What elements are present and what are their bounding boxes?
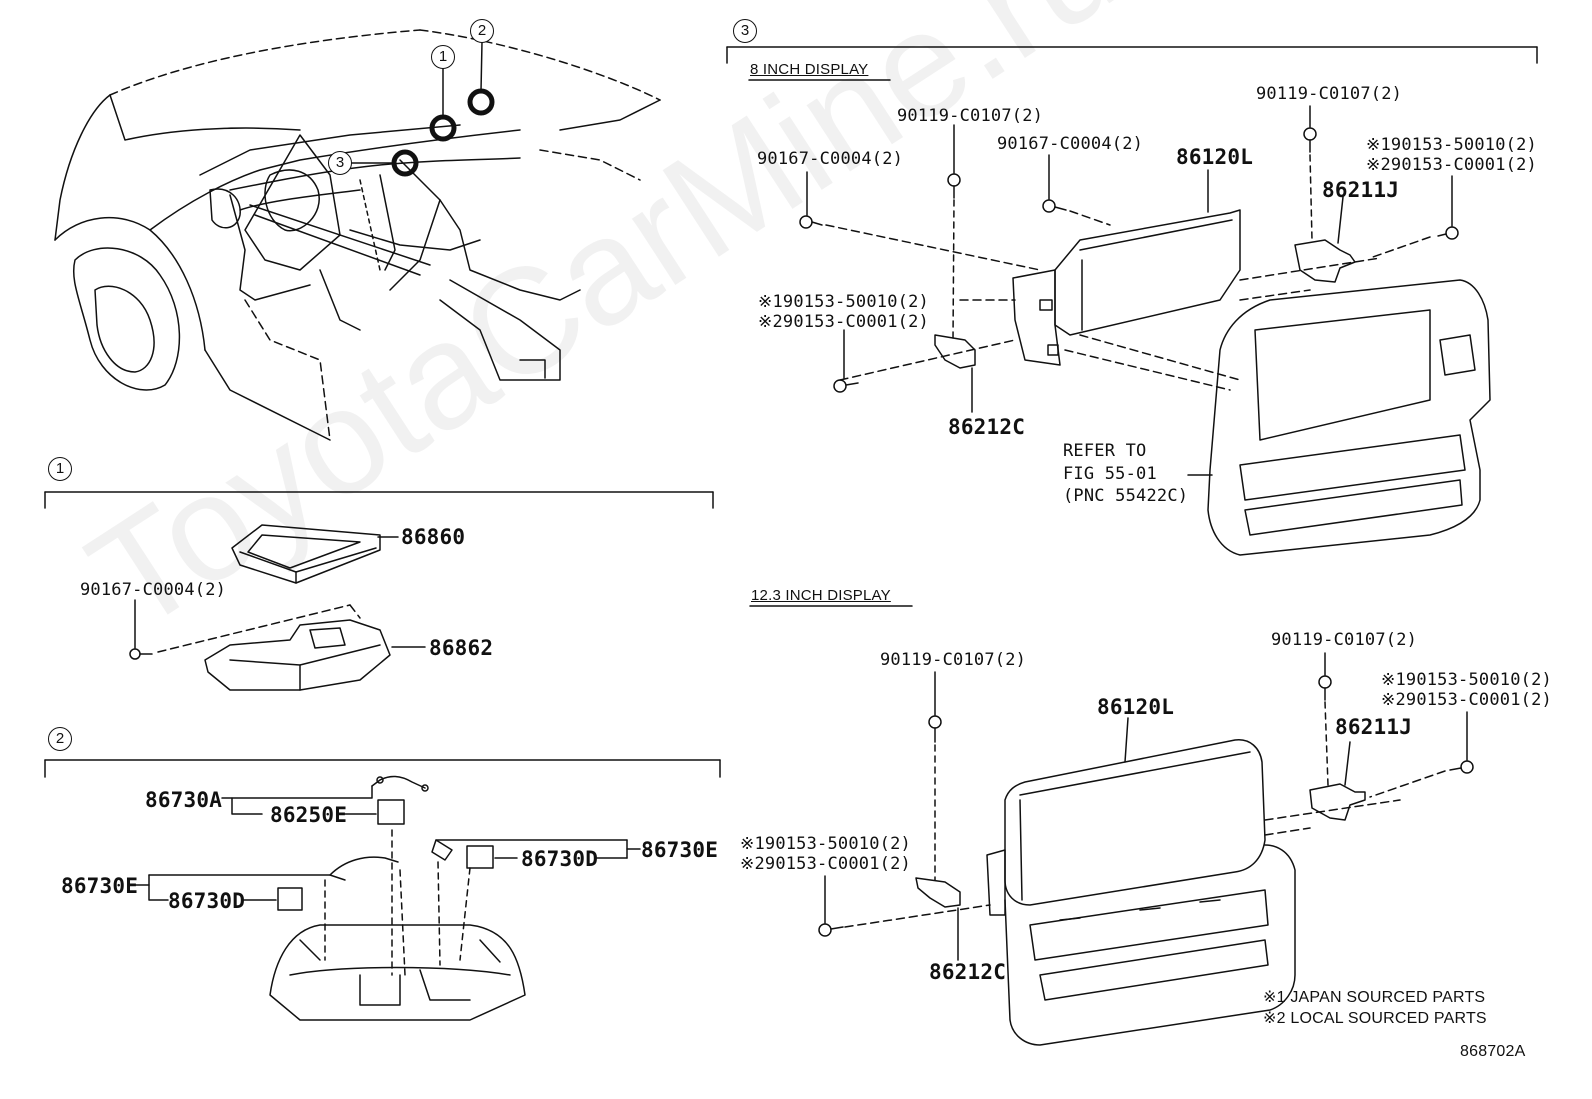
part-86730D-left-label: 86730D	[168, 889, 246, 913]
section-3-marker: 3	[733, 19, 757, 43]
part-86730E-left-label: 86730E	[61, 874, 139, 898]
eight-bracket-right-label: 86211J	[1322, 178, 1400, 202]
twelve-bracket-left-label: 86212C	[929, 960, 1007, 984]
eight-inch-title: 8 INCH DISPLAY	[750, 61, 869, 78]
twelve-bracket-right-label: 86211J	[1335, 715, 1413, 739]
twelve-screw-right-label: 90119-C0107(2)	[1271, 630, 1418, 650]
eight-screw-right-label: 90119-C0107(2)	[1256, 84, 1403, 104]
eight-local-right-label: ※290153-C0001(2)	[1366, 155, 1537, 175]
twelve-screw-left-label: 90119-C0107(2)	[880, 650, 1027, 670]
twelve-jp-right-label: ※190153-50010(2)	[1381, 670, 1552, 690]
figure-id: 868702A	[1460, 1043, 1526, 1060]
section-2-marker: 2	[48, 727, 72, 751]
car-interior-drawing	[54, 29, 661, 441]
eight-local-left-label: ※290153-C0001(2)	[758, 312, 929, 332]
callout-markers	[351, 41, 495, 177]
eight-bolt-left-label: 90167-C0004(2)	[757, 149, 904, 169]
section-2-drawing	[44, 759, 721, 1021]
refer-to-label: REFER TO	[1063, 441, 1147, 461]
part-86730E-right-label: 86730E	[641, 838, 719, 862]
twelve-local-left-label: ※290153-C0001(2)	[740, 854, 911, 874]
twelve-inch-title: 12.3 INCH DISPLAY	[751, 587, 891, 604]
callout-1: 1	[431, 45, 455, 69]
callout-2: 2	[470, 19, 494, 43]
eight-jp-left-label: ※190153-50010(2)	[758, 292, 929, 312]
eight-bolt-mid-label: 90167-C0004(2)	[997, 134, 1144, 154]
twelve-jp-left-label: ※190153-50010(2)	[740, 834, 911, 854]
eight-bracket-left-label: 86212C	[948, 415, 1026, 439]
twelve-display-label: 86120L	[1097, 695, 1175, 719]
note-japan-sourced: ※1 JAPAN SOURCED PARTS	[1263, 989, 1486, 1006]
section-3-8inch-drawing	[726, 46, 1538, 556]
part-86860-label: 86860	[401, 525, 466, 549]
section-1-marker: 1	[48, 457, 72, 481]
bolt-90167-label: 90167-C0004(2)	[80, 580, 227, 600]
note-local-sourced: ※2 LOCAL SOURCED PARTS	[1263, 1010, 1487, 1027]
part-86730D-right-label: 86730D	[521, 847, 599, 871]
eight-screw-top-label: 90119-C0107(2)	[897, 106, 1044, 126]
part-86730A-label: 86730A	[145, 788, 223, 812]
part-86862-label: 86862	[429, 636, 494, 660]
section-3-12inch-drawing	[749, 605, 1474, 1046]
section-1-drawing	[44, 491, 714, 691]
refer-pnc-label: (PNC 55422C)	[1063, 486, 1189, 506]
refer-fig-label: FIG 55-01	[1063, 464, 1157, 484]
callout-3: 3	[328, 151, 352, 175]
twelve-local-right-label: ※290153-C0001(2)	[1381, 690, 1552, 710]
eight-display-label: 86120L	[1176, 145, 1254, 169]
part-86250E-label: 86250E	[270, 803, 348, 827]
eight-jp-right-label: ※190153-50010(2)	[1366, 135, 1537, 155]
